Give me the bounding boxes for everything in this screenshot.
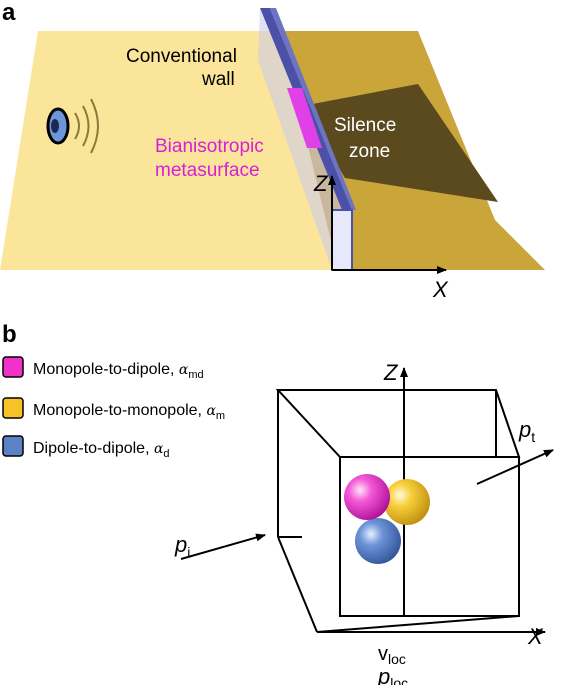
wall-base-block <box>331 209 353 271</box>
panel-b-z-label: Z <box>383 360 399 385</box>
sphere-monopole-to-dipole <box>344 474 390 520</box>
wall-translucent-front <box>258 8 342 270</box>
panel-a-z-label: Z <box>313 171 329 196</box>
panel-a-label: a <box>2 0 16 26</box>
conventional-wall-face <box>270 8 356 210</box>
metasurface-patch <box>287 88 322 148</box>
conventional-wall-label-line2: wall <box>201 69 235 90</box>
panel-b-x-label: X <box>527 624 544 649</box>
legend-swatch-dipole-to-dipole <box>2 435 24 457</box>
p-loc-label: ploc <box>377 664 408 685</box>
transmitted-wave-arrow <box>476 449 554 485</box>
legend-swatch-monopole-to-dipole <box>2 356 24 378</box>
unit-cell-cube <box>275 389 521 633</box>
incident-wave-arrow <box>180 533 266 560</box>
p-transmitted-label: pt <box>518 417 535 445</box>
p-incident-label: pi <box>174 532 190 560</box>
silence-zone-label-line2: zone <box>349 141 390 162</box>
legend-item-monopole-to-monopole: Monopole-to-monopole, αm <box>33 402 225 422</box>
metasurface-label-line1: Bianisotropic <box>155 136 264 157</box>
floor-light-region <box>0 31 338 270</box>
speaker-icon <box>46 98 99 154</box>
sphere-dipole-to-dipole <box>355 518 401 564</box>
panel-b-label: b <box>2 321 17 348</box>
silence-zone-region <box>302 84 498 202</box>
metasurface-label-line2: metasurface <box>155 160 260 181</box>
legend-swatch-monopole-to-monopole <box>2 397 24 419</box>
legend: Monopole-to-dipole, αmd Monopole-to-mono… <box>2 356 225 460</box>
conventional-wall-label-line1: Conventional <box>126 46 237 67</box>
v-loc-label: vloc <box>378 643 406 667</box>
legend-item-dipole-to-dipole: Dipole-to-dipole, αd <box>33 440 170 460</box>
sphere-monopole-to-monopole <box>384 479 430 525</box>
silence-zone-label-line1: Silence <box>334 115 396 136</box>
panel-a-x-label: X <box>432 277 449 302</box>
legend-item-monopole-to-dipole: Monopole-to-dipole, αmd <box>33 361 204 381</box>
